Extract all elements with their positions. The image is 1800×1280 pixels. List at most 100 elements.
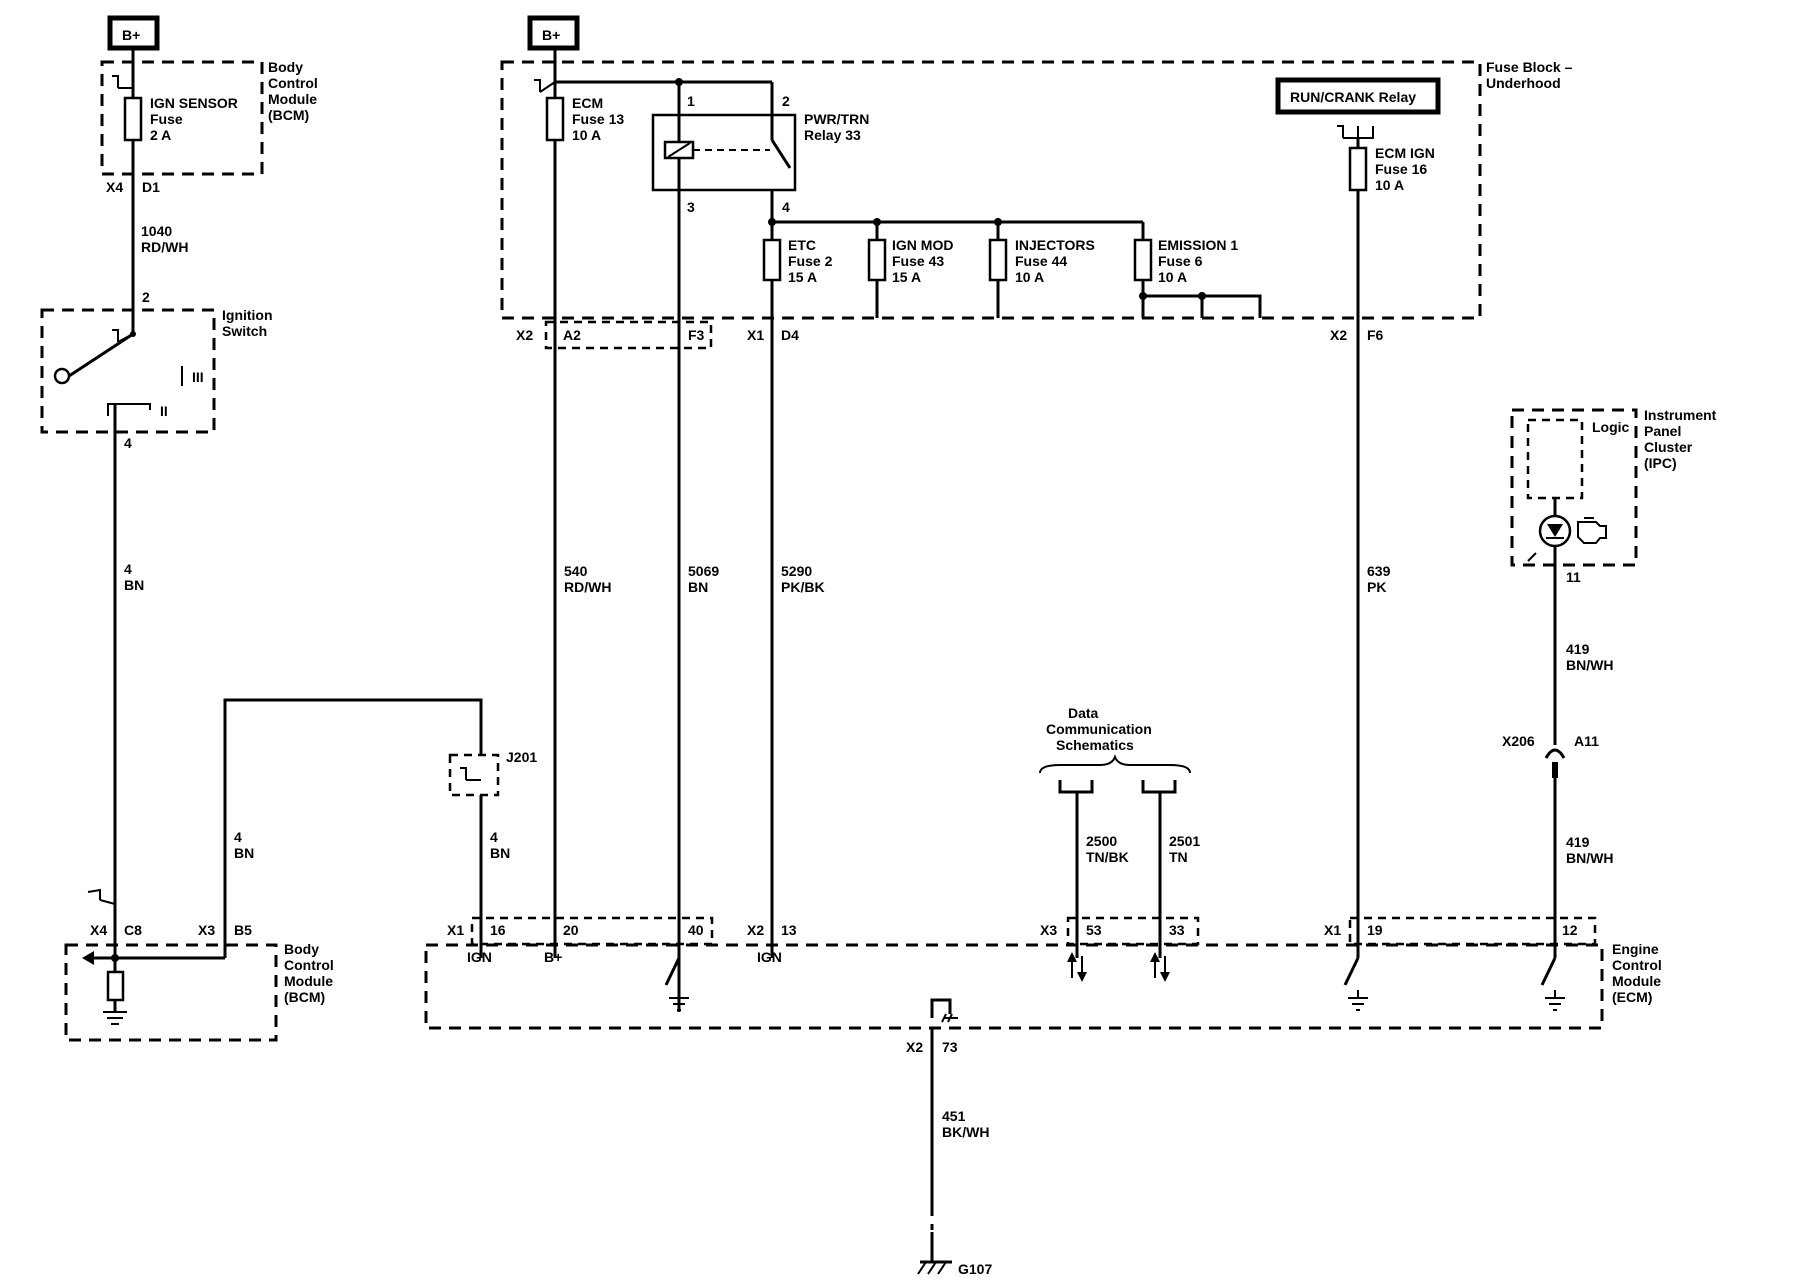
svg-text:Fuse 43: Fuse 43 — [892, 253, 944, 269]
wire-1040-num: 1040 — [141, 223, 172, 239]
svg-text:Underhood: Underhood — [1486, 75, 1561, 91]
svg-text:X1: X1 — [747, 327, 764, 343]
x206-conn: X206 A11 — [1502, 733, 1599, 749]
svg-text:19: 19 — [1367, 922, 1383, 938]
bcm-bottom-box — [64, 943, 278, 1042]
data-bidirectional-arrow-53-icon — [1067, 952, 1087, 982]
ecm-conn-labels: X1 16 20 40 X2 13 X3 53 33 X1 19 12 — [447, 922, 1578, 938]
wire-451: 451 BK/WH — [942, 1108, 989, 1140]
ipc-logic-box — [1526, 418, 1584, 500]
fuse-block-label: Fuse Block – Underhood — [1486, 59, 1573, 91]
svg-text:D4: D4 — [781, 327, 799, 343]
svg-text:5069: 5069 — [688, 563, 719, 579]
svg-text:C8: C8 — [124, 922, 142, 938]
ign-sensor-fuse-icon — [123, 96, 143, 142]
svg-text:451: 451 — [942, 1108, 966, 1124]
ipc-pin: 11 — [1566, 569, 1581, 585]
relay-label: PWR/TRN Relay 33 — [804, 111, 869, 143]
data-bidirectional-arrow-33-icon — [1150, 952, 1170, 982]
bcm-bottom-conn: X4 C8 X3 B5 — [90, 922, 252, 938]
wire-639: 639 PK — [1367, 563, 1391, 595]
svg-text:40: 40 — [688, 922, 704, 938]
etc-fuse-2-icon — [762, 238, 782, 282]
wire-4bn-mid-color: BN — [234, 845, 254, 861]
svg-text:BN: BN — [688, 579, 708, 595]
svg-text:5290: 5290 — [781, 563, 812, 579]
svg-text:73: 73 — [942, 1039, 958, 1055]
svg-text:X206: X206 — [1502, 733, 1535, 749]
svg-text:F6: F6 — [1367, 327, 1384, 343]
ign-mod-fuse-43-icon — [867, 238, 887, 282]
bcm-bottom-label: Body Control Module (BCM) — [284, 941, 334, 1005]
svg-text:BK/WH: BK/WH — [942, 1124, 989, 1140]
svg-text:(ECM): (ECM) — [1612, 989, 1652, 1005]
svg-text:RD/WH: RD/WH — [564, 579, 611, 595]
svg-text:Instrument: Instrument — [1644, 407, 1717, 423]
wire-4bn-left-color: BN — [124, 577, 144, 593]
ecm-fuse-label: ECM Fuse 13 10 A — [572, 95, 624, 143]
svg-text:PK/BK: PK/BK — [781, 579, 825, 595]
engine-icon — [1577, 517, 1607, 544]
svg-text:Control: Control — [268, 75, 318, 91]
wire-540: 540 RD/WH — [564, 563, 611, 595]
svg-text:X1: X1 — [447, 922, 464, 938]
wire-419-top: 419 BN/WH — [1566, 641, 1613, 673]
svg-text:ECM IGN: ECM IGN — [1375, 145, 1435, 161]
svg-text:2501: 2501 — [1169, 833, 1200, 849]
svg-text:Body: Body — [268, 59, 303, 75]
svg-text:Relay 33: Relay 33 — [804, 127, 861, 143]
ecm-conn-x1a-box — [470, 916, 714, 946]
svg-text:Fuse: Fuse — [150, 111, 183, 127]
ignition-switch-box — [40, 308, 216, 434]
svg-text:33: 33 — [1169, 922, 1185, 938]
fuse-block-underhood-box — [500, 60, 1482, 320]
svg-text:12: 12 — [1562, 922, 1578, 938]
ign-switch-pos3: III — [192, 369, 204, 385]
svg-text:10 A: 10 A — [1158, 269, 1187, 285]
bcm-resistor-icon — [106, 970, 125, 1002]
svg-text:IGN: IGN — [757, 949, 782, 965]
svg-text:Cluster: Cluster — [1644, 439, 1693, 455]
svg-text:IGN SENSOR: IGN SENSOR — [150, 95, 238, 111]
svg-text:BN/WH: BN/WH — [1566, 850, 1613, 866]
emission-1-fuse-6-icon — [1133, 238, 1153, 282]
svg-text:ECM: ECM — [572, 95, 603, 111]
svg-text:IGN: IGN — [467, 949, 492, 965]
data-comm-label: Data Communication Schematics — [1046, 705, 1152, 753]
svg-text:2 A: 2 A — [150, 127, 171, 143]
ecm-ground-switch-12-icon — [1540, 957, 1565, 1011]
ecm-conn-x1b-box — [1348, 916, 1597, 946]
injectors-fuse-44-icon — [988, 238, 1008, 282]
ign-sensor-fuse-label: IGN SENSOR Fuse 2 A — [150, 95, 238, 143]
ipc-label: Instrument Panel Cluster (IPC) — [1644, 407, 1717, 471]
svg-text:Switch: Switch — [222, 323, 267, 339]
svg-text:Schematics: Schematics — [1056, 737, 1134, 753]
ecm-ground-switch-40-icon — [664, 944, 689, 1011]
bcm-top-conn-x: X4 — [106, 179, 123, 195]
svg-text:Body: Body — [284, 941, 319, 957]
wire-4bn-j201-color: BN — [490, 845, 510, 861]
svg-text:X2: X2 — [747, 922, 764, 938]
svg-text:(BCM): (BCM) — [268, 107, 309, 123]
svg-text:20: 20 — [563, 922, 579, 938]
svg-text:Data: Data — [1068, 705, 1099, 721]
bcm-ground-icon — [103, 1011, 127, 1025]
wire-419-bot: 419 BN/WH — [1566, 834, 1613, 866]
svg-text:15 A: 15 A — [892, 269, 921, 285]
svg-text:PWR/TRN: PWR/TRN — [804, 111, 869, 127]
ground-conn: X2 73 — [906, 1039, 958, 1055]
ignition-switch-contact-icon — [53, 367, 71, 385]
relay-pin-1: 1 — [687, 93, 695, 109]
svg-text:EMISSION 1: EMISSION 1 — [1158, 237, 1238, 253]
data-comm-brace — [1039, 754, 1191, 774]
svg-text:X3: X3 — [198, 922, 215, 938]
svg-text:Ignition: Ignition — [222, 307, 273, 323]
run-crank-label: RUN/CRANK Relay — [1290, 89, 1416, 105]
ign-switch-pin-in: 2 — [142, 289, 150, 305]
bplus-left: B+ — [107, 15, 160, 51]
svg-text:Fuse 44: Fuse 44 — [1015, 253, 1067, 269]
ecm-conn-x3-box — [1066, 916, 1200, 946]
svg-text:419: 419 — [1566, 641, 1590, 657]
svg-text:IGN MOD: IGN MOD — [892, 237, 953, 253]
